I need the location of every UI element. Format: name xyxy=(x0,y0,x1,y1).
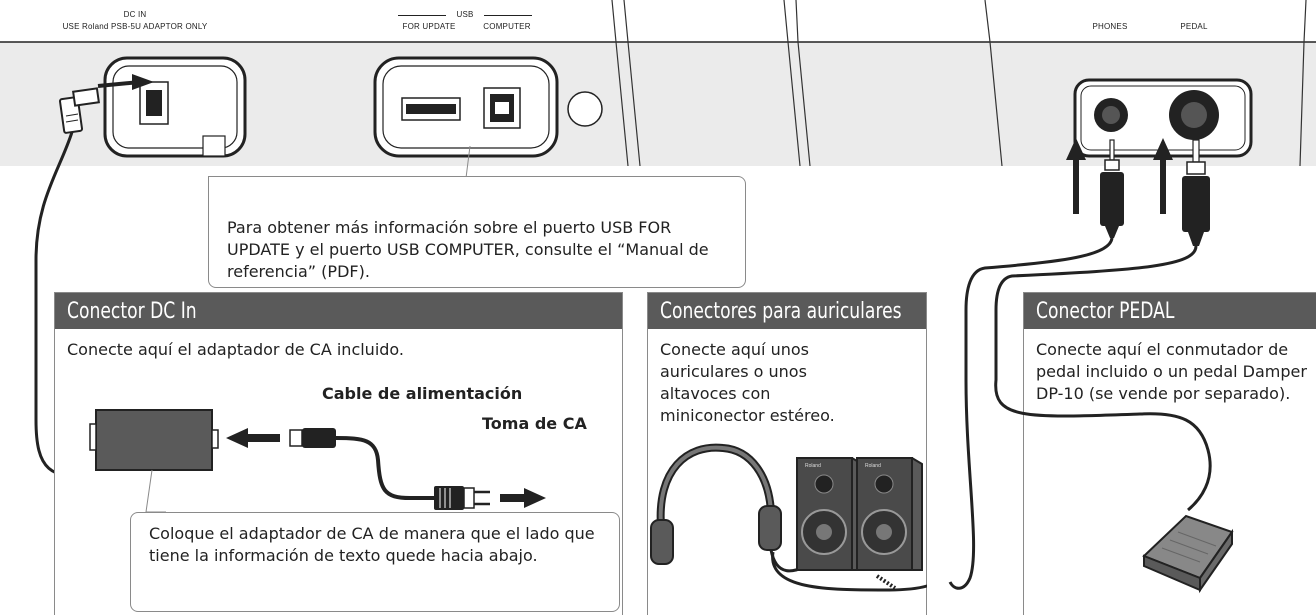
usb-ports xyxy=(373,56,559,158)
label-phones: PHONES xyxy=(1092,22,1128,31)
vent-hole xyxy=(567,91,603,127)
speaker-brand-left: Roland xyxy=(805,463,821,469)
arrow-left-icon xyxy=(226,428,280,448)
pedal-panel-title: Conector PEDAL xyxy=(1024,293,1316,329)
phones-cable-mid xyxy=(948,310,976,590)
label-pedal: PEDAL xyxy=(1180,22,1208,31)
arrow-right-icon xyxy=(500,488,546,508)
pedal-panel-text: Conecte aquí el conmutador de pedal incl… xyxy=(1036,340,1307,403)
label-usb: USB xyxy=(456,10,474,19)
power-cable xyxy=(335,436,434,500)
pedal-plug xyxy=(1182,139,1210,246)
label-usb-computer: COMPUTER xyxy=(483,22,531,31)
pedal-cable xyxy=(994,310,1212,512)
usb-rule-right xyxy=(484,15,532,16)
phones-cable xyxy=(771,551,927,592)
speakers-icon xyxy=(796,457,923,571)
pedal-cable-top xyxy=(994,245,1198,311)
panel-seams xyxy=(611,0,1307,167)
label-dc-in-note: USE Roland PSB-5U ADAPTOR ONLY xyxy=(62,22,208,31)
usb-rule-left xyxy=(398,15,446,16)
insert-arrows-up xyxy=(1066,138,1173,214)
pedal-illustration xyxy=(948,310,1234,594)
dc-in-panel-text: Conecte aquí el adaptador de CA incluido… xyxy=(67,340,405,359)
label-usb-update: FOR UPDATE xyxy=(402,22,456,31)
headphones-icon xyxy=(650,443,808,573)
dc-plug xyxy=(58,87,100,134)
outlet-label: Toma de CA xyxy=(482,414,587,433)
pedal-switch-icon xyxy=(1142,514,1234,594)
phones-illustration: Roland Roland xyxy=(650,443,927,592)
usb-info-callout: Para obtener más información sobre el pu… xyxy=(208,176,746,288)
speaker-brand-right: Roland xyxy=(865,463,881,469)
phones-panel-title: Conectores para auriculares xyxy=(648,293,926,329)
dc-in-panel-title: Conector DC In xyxy=(55,293,622,329)
ac-adapter-illustration xyxy=(89,409,546,513)
phones-panel-text: Conecte aquí unos auriculares o unos alt… xyxy=(660,340,835,425)
wall-plug xyxy=(434,486,464,510)
label-dc-in: DC IN xyxy=(123,10,147,19)
ac-adapter xyxy=(95,409,213,471)
phones-cable-top xyxy=(964,237,1114,311)
phones-plug xyxy=(1100,139,1124,238)
adapter-orientation-callout: Coloque el adaptador de CA de manera que… xyxy=(130,512,620,612)
dc-in-jack xyxy=(103,56,247,158)
power-cable-label: Cable de alimentación xyxy=(322,384,523,403)
